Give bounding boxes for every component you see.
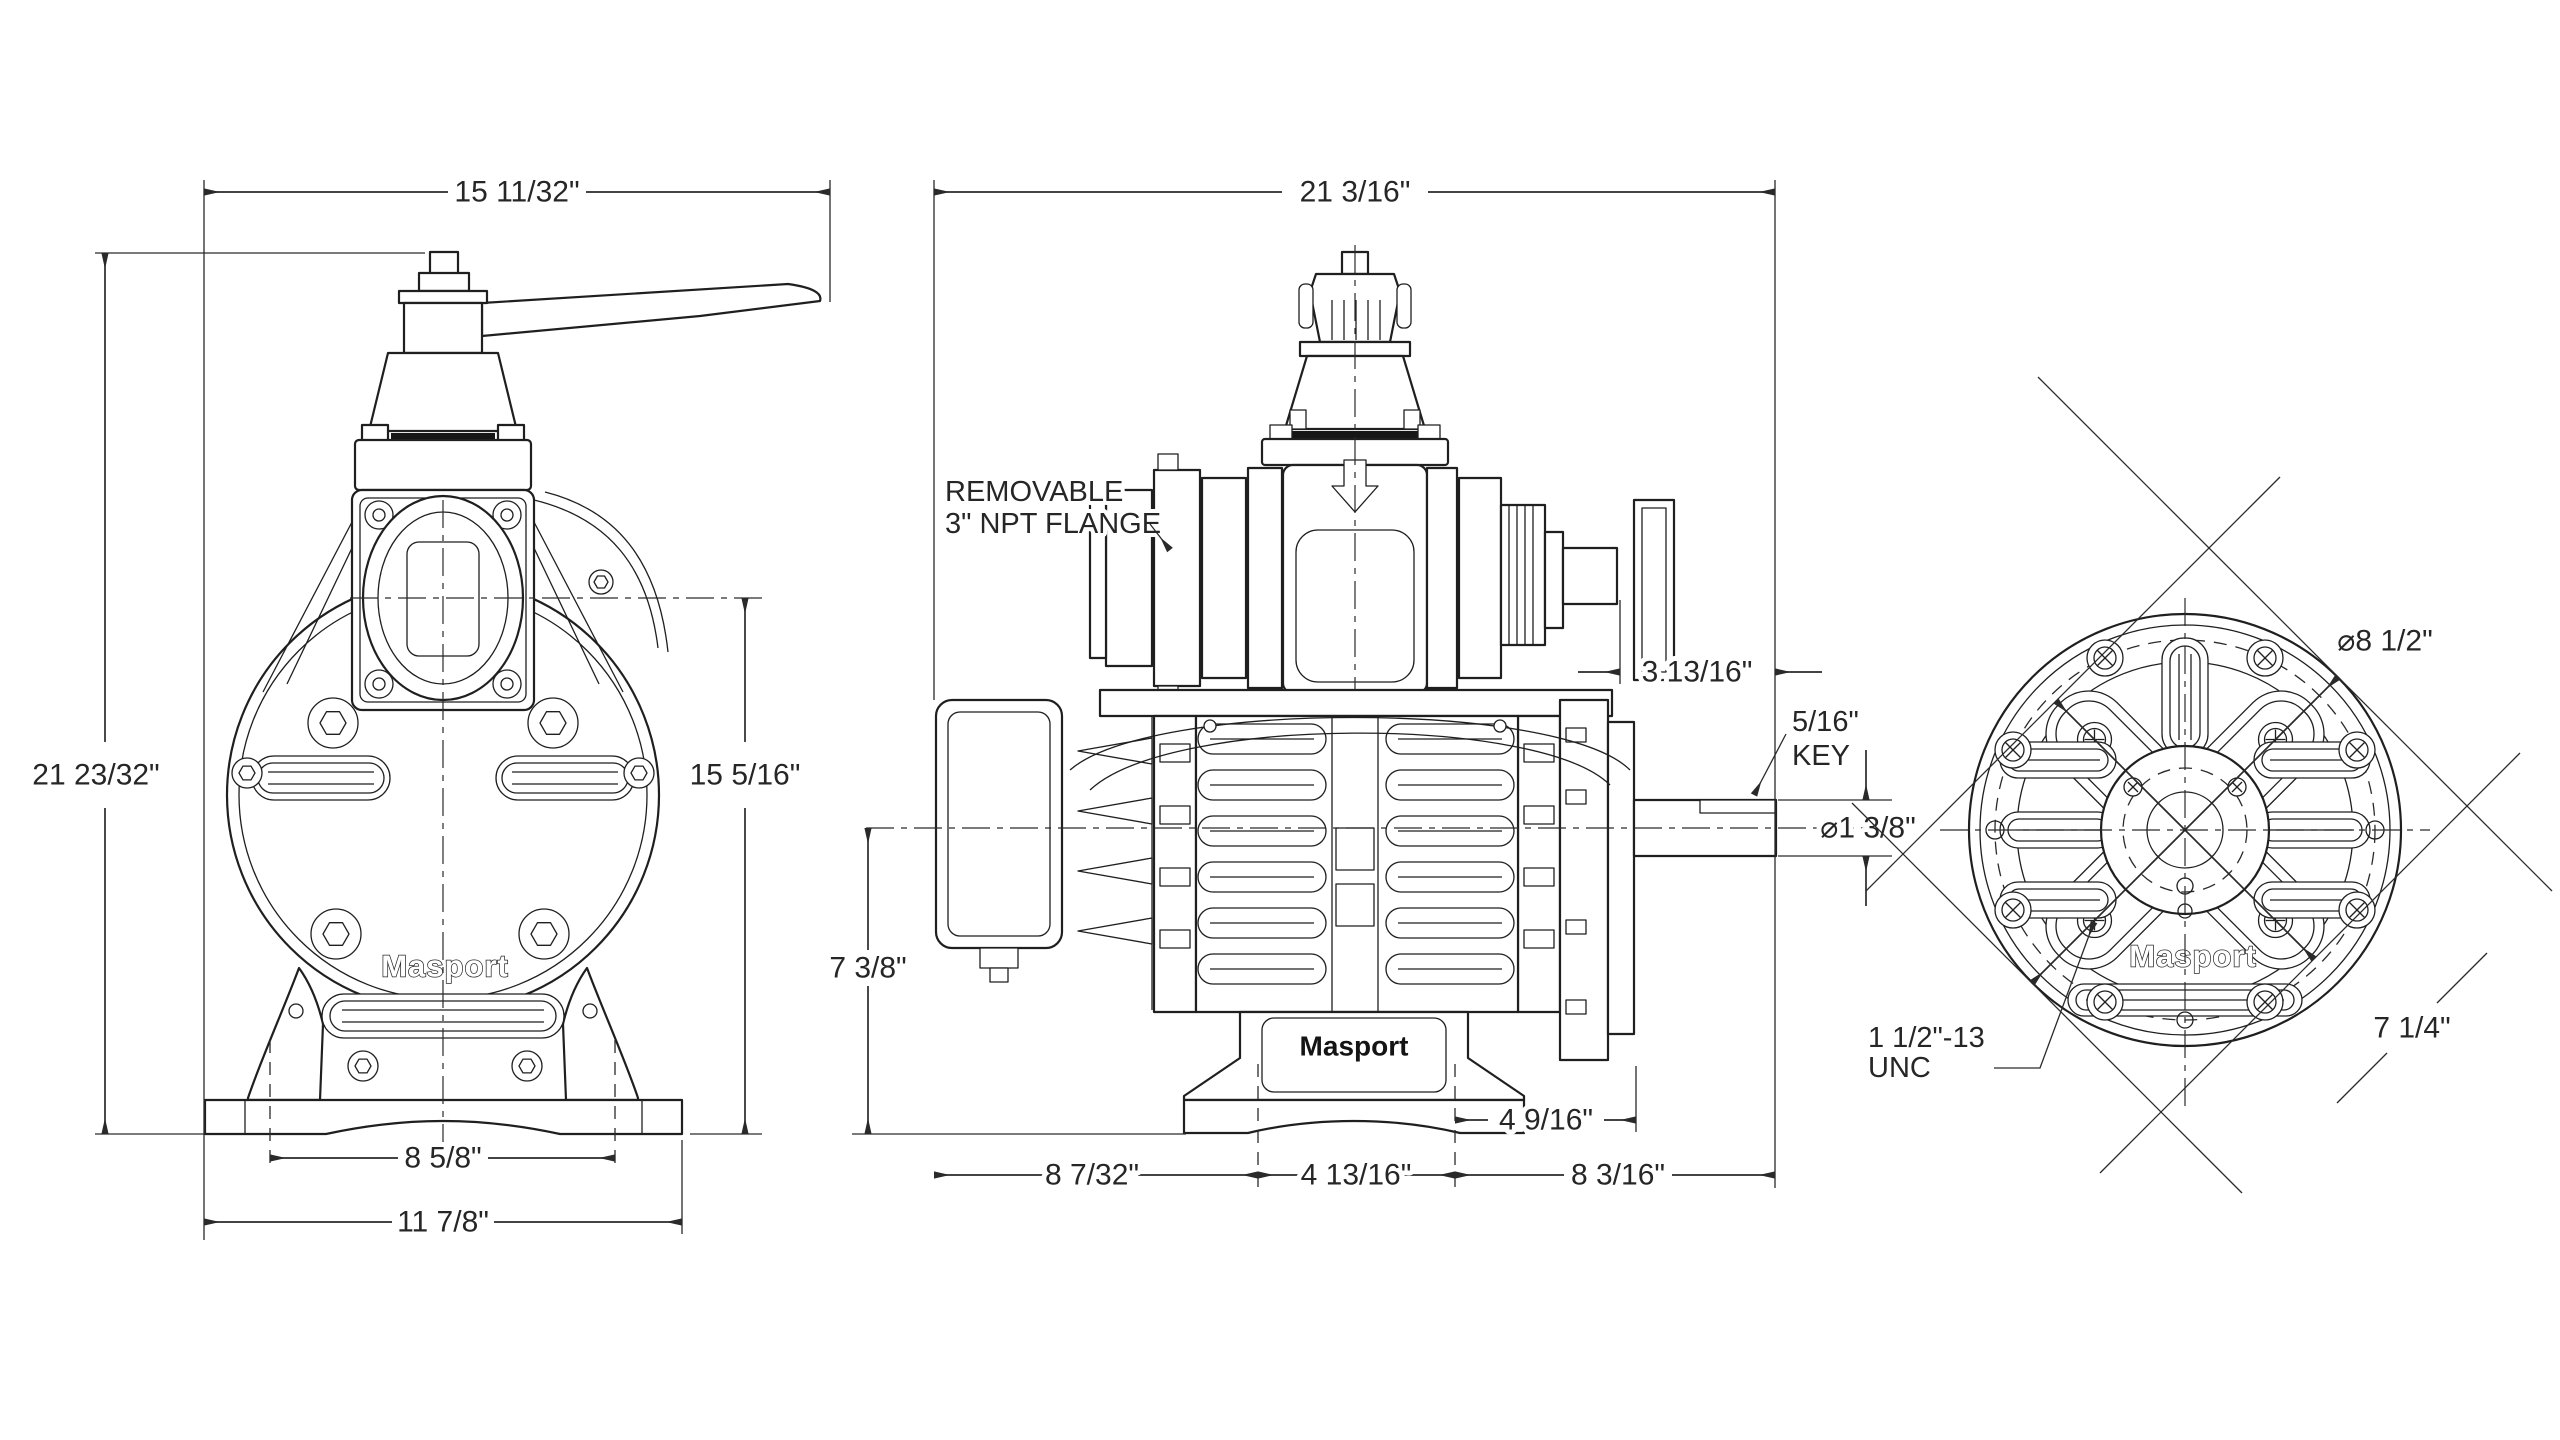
front-dimensions: 15 11/32" 21 23/32" 15 5/16" 8 5/8" 11 7… — [27, 171, 831, 1244]
plate-bolt — [492, 500, 522, 530]
flange-plate — [1457, 476, 1503, 680]
hex-bolt — [347, 1050, 379, 1082]
front-valve-assembly — [353, 250, 822, 492]
note-thread-line1: 1 1/2"-13 — [1868, 1022, 1985, 1054]
bearing-housing — [1606, 720, 1636, 1036]
note-shaft-key-line2: KEY — [1792, 740, 1850, 772]
side-masport-logo: Masport — [1300, 1031, 1409, 1062]
port-stub — [1561, 546, 1619, 606]
socket-bolt — [310, 908, 362, 960]
hex-bolt — [511, 1050, 543, 1082]
valve-gasket — [391, 433, 495, 440]
front-body-details — [231, 697, 655, 1082]
dim-side-flange-to-shaft: 3 13/16" — [1642, 656, 1753, 689]
note-flange-line1: REMOVABLE — [945, 476, 1123, 508]
hex-bolt — [623, 757, 655, 789]
dim-side-foot-spacing: 4 13/16" — [1301, 1159, 1412, 1192]
front-centerlines — [350, 500, 764, 1150]
dim-front-overall-width: 15 11/32" — [454, 176, 579, 209]
cooling-fins — [1197, 723, 1515, 985]
side-dimensions: 21 3/16" 3 13/16" 5/16" KEY ⌀1 3/8" 7 3/… — [824, 171, 1920, 1197]
tie-rod-column — [1516, 714, 1562, 1014]
front-view: Masport 15 11/32" 21 23/32" 15 5/16" — [27, 171, 831, 1244]
dim-front-centerline-height: 15 5/16" — [690, 759, 801, 792]
top-plate — [1098, 688, 1614, 718]
fin — [1077, 917, 1153, 945]
tie-rod-column — [1152, 714, 1198, 1014]
base-plate — [1182, 1098, 1526, 1135]
note-shaft-key-line1: 5/16" — [1792, 706, 1859, 738]
plate-bolt — [364, 500, 394, 530]
side-pump-body — [934, 688, 1778, 1135]
dim-shaft-height: 7 3/8" — [829, 952, 906, 985]
socket-bolt — [527, 697, 579, 749]
dim-side-base-right: 8 3/16" — [1571, 1159, 1665, 1192]
dim-across-corners: 7 1/4" — [2373, 1012, 2450, 1045]
dim-front-base-width: 11 7/8" — [397, 1206, 489, 1239]
side-valve-assembly — [1088, 250, 1676, 703]
side-view: Masport 21 3/16" 3 13/16" 5/16" KEY — [824, 171, 1920, 1197]
logo-panel — [1261, 1017, 1447, 1093]
fin — [1077, 797, 1153, 825]
fin — [1077, 857, 1153, 885]
front-masport-logo: Masport — [381, 949, 509, 984]
plate-bolt — [492, 669, 522, 699]
note-thread-line2: UNC — [1868, 1052, 1931, 1084]
npt-flange — [1152, 468, 1202, 688]
hex-bolt — [231, 757, 263, 789]
side-hex-bolt — [588, 569, 614, 595]
valve-flange — [353, 438, 533, 492]
plate-bolt — [364, 669, 394, 699]
dim-side-base-left: 8 7/32" — [1045, 1159, 1139, 1192]
silencer-cartridge — [1499, 503, 1547, 647]
dim-shaft-diameter: ⌀1 3/8" — [1820, 812, 1915, 845]
dim-side-overall-width: 21 3/16" — [1300, 176, 1411, 209]
socket-bolt — [307, 697, 359, 749]
flange-plate — [1425, 466, 1459, 690]
side-centerlines — [866, 245, 1896, 829]
dim-front-overall-height: 21 23/32" — [32, 759, 159, 792]
valve-handle — [480, 282, 822, 338]
gear-cover — [934, 698, 1064, 950]
dim-front-foot-bolt-spacing: 8 5/8" — [404, 1142, 481, 1175]
right-foot — [561, 966, 640, 1102]
end-view: Masport ⌀8 1/2" 7 1/4" 1 1/2"-13 UNC — [1851, 376, 2553, 1194]
valve-knob — [428, 250, 460, 276]
flange-plate — [1246, 466, 1284, 690]
note-flange-line2: 3" NPT FLANGE — [945, 508, 1161, 540]
shaft-key — [1699, 799, 1777, 814]
dim-foot-to-housing: 4 9/16" — [1499, 1104, 1593, 1137]
flange-plate — [1200, 476, 1248, 680]
socket-bolt — [518, 908, 570, 960]
valve-cone — [367, 351, 519, 433]
end-plate — [1632, 498, 1676, 682]
dim-cover-diameter: ⌀8 1/2" — [2337, 625, 2432, 658]
end-dimensions: ⌀8 1/2" 7 1/4" 1 1/2"-13 UNC — [1851, 376, 2553, 1194]
end-masport-logo: Masport — [2129, 939, 2257, 974]
left-foot — [246, 966, 325, 1102]
fin — [1077, 737, 1153, 765]
valve-gasket — [1287, 431, 1423, 439]
